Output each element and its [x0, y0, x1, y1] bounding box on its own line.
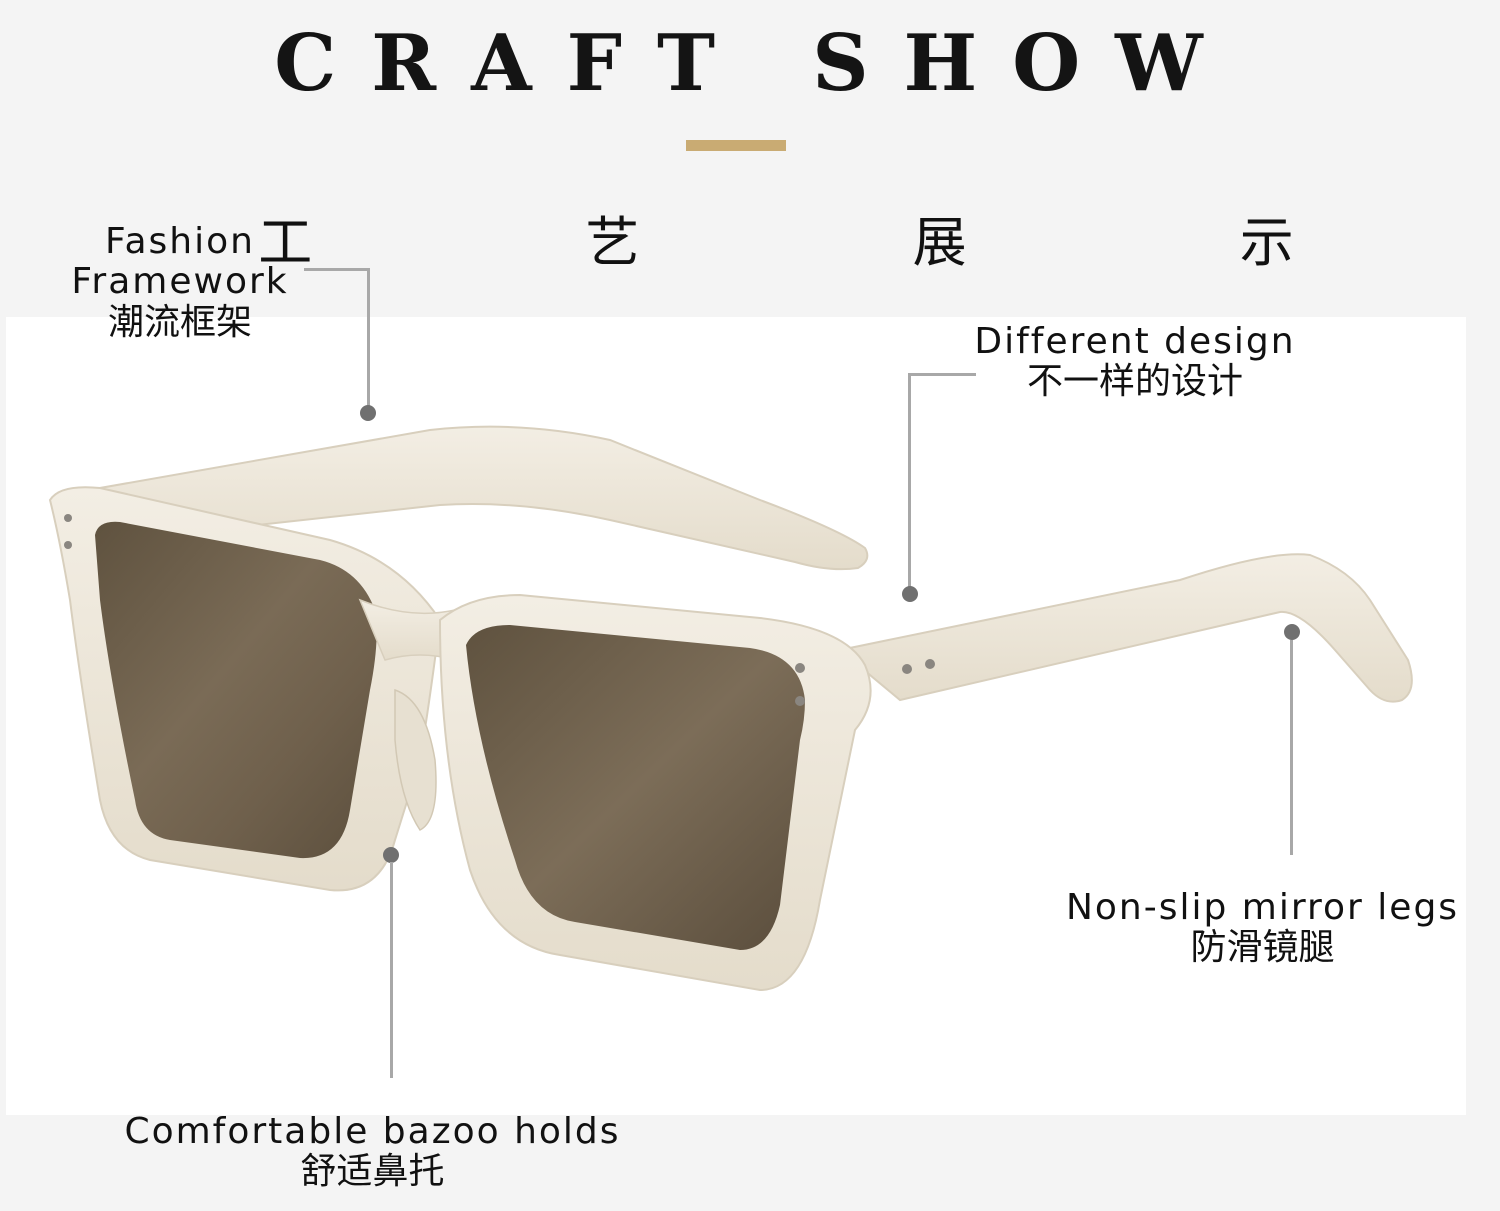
leader-line-design-h — [908, 373, 976, 376]
accent-divider — [686, 140, 786, 151]
callout-fashion-framework-en: Fashion — [105, 221, 255, 262]
callout-different-design: Different design 不一样的设计 — [950, 321, 1320, 403]
callout-bazoo-holds: Comfortable bazoo holds 舒适鼻托 — [100, 1111, 645, 1193]
page-title: CRAFT SHOW — [274, 18, 1238, 109]
callout-fashion-framework-en-line2: Framework — [71, 261, 289, 303]
leader-dot-nose — [383, 847, 399, 863]
leader-line-fashion-v — [367, 268, 370, 406]
callout-non-slip-legs-en: Non-slip mirror legs — [1065, 887, 1460, 928]
callout-fashion-framework-cn: 潮流框架 — [107, 301, 252, 343]
page-subtitle: 工 艺 展 示 — [258, 211, 1422, 274]
leader-line-fashion-h — [304, 268, 370, 271]
callout-bazoo-holds-en: Comfortable bazoo holds — [124, 1111, 621, 1152]
callout-different-design-cn: 不一样的设计 — [1026, 361, 1243, 403]
product-photo-panel — [6, 317, 1466, 1115]
callout-fashion-framework: Fashion Framework 潮流框架 — [40, 221, 320, 343]
callout-non-slip-legs-cn: 防滑镜腿 — [1190, 927, 1335, 969]
leader-line-design-v — [908, 373, 911, 588]
callout-different-design-en: Different design — [974, 321, 1296, 362]
leader-line-legs-v — [1290, 640, 1293, 855]
callout-bazoo-holds-cn: 舒适鼻托 — [300, 1151, 445, 1193]
leader-dot-design — [902, 586, 918, 602]
leader-line-nose-v — [390, 862, 393, 1078]
callout-non-slip-legs: Non-slip mirror legs 防滑镜腿 — [1050, 887, 1475, 969]
leader-dot-legs — [1284, 624, 1300, 640]
leader-dot-fashion — [360, 405, 376, 421]
